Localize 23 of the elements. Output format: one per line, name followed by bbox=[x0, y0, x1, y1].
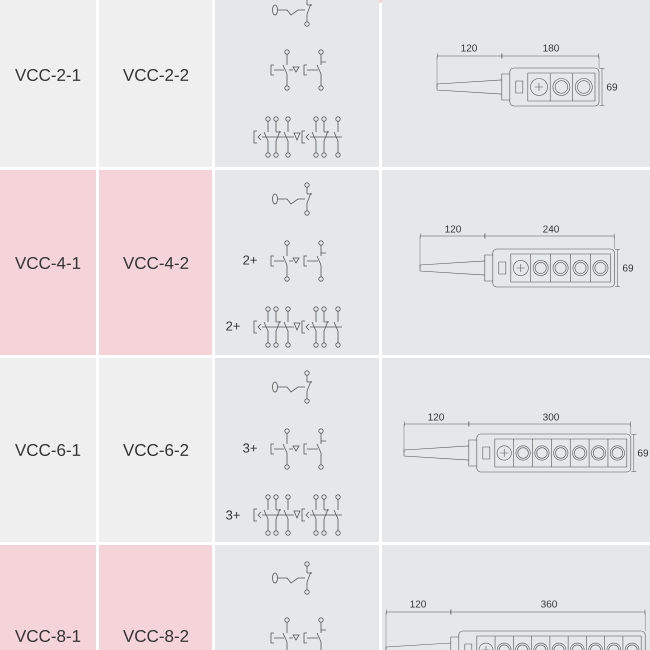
quantity-label: 2+ bbox=[226, 321, 240, 331]
dimension-label: 120 bbox=[461, 44, 477, 52]
table-cell: VCC-8-2 bbox=[99, 545, 212, 650]
table-cell: VCC-4-2 bbox=[99, 170, 212, 355]
quantity-label: 2+ bbox=[243, 255, 257, 265]
table-cell: VCC-2-2 bbox=[99, 0, 212, 167]
table-cell: VCC-6-2 bbox=[99, 358, 212, 542]
table-cell: VCC-6-1 bbox=[0, 358, 96, 542]
dimension-label: 69 bbox=[606, 83, 618, 91]
dimension-label: 360 bbox=[541, 600, 557, 608]
dimension-label: 69 bbox=[622, 264, 634, 272]
table-cell: VCC-2-1 bbox=[0, 0, 96, 167]
dimension-label: 300 bbox=[543, 413, 559, 421]
dimension-label: 120 bbox=[410, 600, 426, 608]
dimension-label: 180 bbox=[543, 44, 559, 52]
quantity-label: 3+ bbox=[226, 510, 240, 520]
dimension-label: 69 bbox=[638, 449, 648, 457]
dimension-label: 240 bbox=[543, 225, 559, 233]
table-cell: VCC-8-1 bbox=[0, 545, 96, 650]
dimension-label: 120 bbox=[428, 413, 444, 421]
table-cell: VCC-4-1 bbox=[0, 170, 96, 355]
quantity-label: 3+ bbox=[243, 443, 257, 453]
dimension-label: 120 bbox=[445, 225, 461, 233]
